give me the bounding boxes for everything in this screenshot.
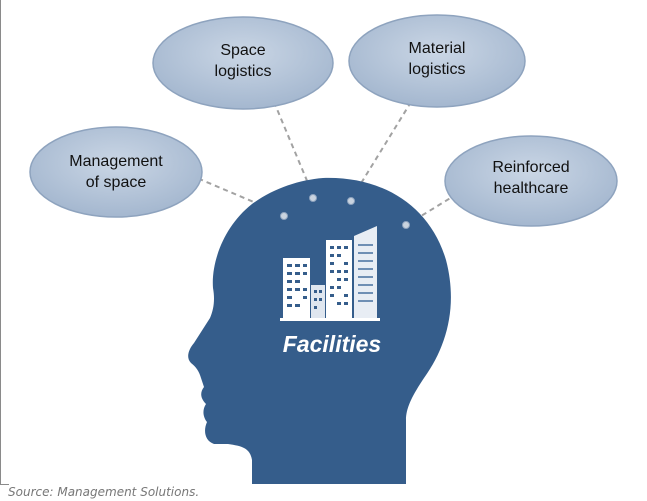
frame-left-border [0, 0, 1, 484]
connector-dots [280, 194, 410, 229]
frame-bottom-tick [0, 484, 9, 485]
center-label: Facilities [283, 331, 381, 357]
bubble-space-logistics-line1: Space [220, 42, 265, 59]
bubble-material-logistics: Material logistics [348, 14, 526, 108]
bubble-space-logistics: Space logistics [152, 16, 334, 110]
source-caption: Source: Management Solutions. [8, 485, 200, 499]
bubble-reinforced-healthcare-line1: Reinforced [492, 159, 569, 176]
dot-material-logistics [347, 197, 355, 205]
head-silhouette [188, 177, 451, 484]
bubble-management-of-space-line2: of space [86, 174, 147, 191]
dot-space-logistics [309, 194, 317, 202]
bubble-material-logistics-line1: Material [409, 40, 466, 57]
bubble-reinforced-healthcare-line2: healthcare [494, 180, 569, 197]
dot-reinforced-healthcare [402, 221, 410, 229]
bubble-management-of-space: Management of space [29, 126, 203, 218]
dot-management-of-space [280, 212, 288, 220]
bubble-material-logistics-line2: logistics [409, 61, 466, 78]
bubble-reinforced-healthcare: Reinforced healthcare [444, 135, 618, 227]
bubble-space-logistics-line2: logistics [215, 63, 272, 80]
connector-space-logistics [273, 101, 314, 196]
bubble-management-of-space-line1: Management [69, 153, 163, 170]
facilities-diagram: Facilities Space logistics Material logi… [29, 14, 618, 484]
buildings-icon [280, 226, 380, 321]
